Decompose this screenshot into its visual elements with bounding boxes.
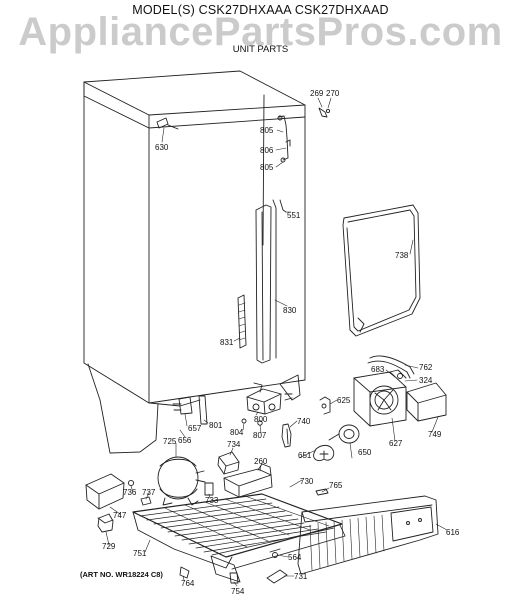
callout-269: 269 xyxy=(310,89,324,98)
callout-731: 731 xyxy=(294,572,308,581)
callout-564: 564 xyxy=(288,553,302,562)
callout-754: 754 xyxy=(231,587,245,596)
callout-324: 324 xyxy=(419,376,433,385)
section-title: UNIT PARTS xyxy=(232,44,289,55)
site-watermark: AppliancePartsPros.com xyxy=(18,10,503,54)
callout-807: 807 xyxy=(253,431,267,440)
condenser-coil-751 xyxy=(132,493,346,570)
heater-loop-738 xyxy=(342,204,421,337)
callout-805-lower: 805 xyxy=(260,163,274,172)
callout-725: 725 xyxy=(163,437,177,446)
clip-269-270 xyxy=(318,107,331,118)
wire-625 xyxy=(319,396,331,415)
callout-801: 801 xyxy=(209,421,223,430)
callout-736: 736 xyxy=(123,488,137,497)
harness-740 xyxy=(281,423,292,448)
callout-764: 764 xyxy=(181,579,195,588)
parts-800-group xyxy=(172,382,293,426)
callout-270: 270 xyxy=(326,89,340,98)
callout-738: 738 xyxy=(395,251,409,260)
base-plate-754 xyxy=(179,548,288,584)
callout-831: 831 xyxy=(220,338,234,347)
fan-motor-650 xyxy=(313,424,360,462)
clip-765 xyxy=(315,488,329,496)
callout-656: 656 xyxy=(178,436,192,445)
callout-751: 751 xyxy=(133,549,147,558)
callout-734: 734 xyxy=(227,440,241,449)
refrigerator-cabinet xyxy=(83,70,306,454)
callout-625: 625 xyxy=(337,396,351,405)
tube-762 xyxy=(367,355,415,379)
callout-749: 749 xyxy=(428,430,442,439)
callout-730: 730 xyxy=(300,477,314,486)
callout-804: 804 xyxy=(230,428,244,437)
callout-651: 651 xyxy=(298,451,312,460)
callout-740: 740 xyxy=(297,417,311,426)
callout-683: 683 xyxy=(371,365,385,374)
callout-800: 800 xyxy=(254,415,268,424)
callout-747: 747 xyxy=(113,511,127,520)
model-title: MODEL(S) CSK27DHXAAA CSK27DHXAAD xyxy=(132,3,389,17)
callout-765: 765 xyxy=(329,481,343,490)
module-749 xyxy=(406,382,447,422)
callout-650: 650 xyxy=(358,448,372,457)
callout-657: 657 xyxy=(188,424,202,433)
mount-260 xyxy=(223,463,273,498)
callout-762: 762 xyxy=(419,363,433,372)
callout-551: 551 xyxy=(287,211,301,220)
callout-630: 630 xyxy=(155,143,169,152)
leader-lines xyxy=(105,97,448,587)
callout-737: 737 xyxy=(142,488,156,497)
art-number: (ART NO. WR18224 C8) xyxy=(80,570,163,579)
bracket-747 xyxy=(85,473,152,533)
callout-830: 830 xyxy=(283,306,297,315)
callout-806: 806 xyxy=(260,146,274,155)
compressor-725 xyxy=(157,456,206,506)
callout-627: 627 xyxy=(389,439,403,448)
fan-assembly-627 xyxy=(353,369,407,427)
relay-734 xyxy=(204,451,240,496)
callout-729: 729 xyxy=(102,542,116,551)
callout-733: 733 xyxy=(205,496,219,505)
callout-805-upper: 805 xyxy=(260,126,274,135)
grille-616 xyxy=(297,495,439,575)
callout-616: 616 xyxy=(446,528,460,537)
callout-numbers: 269 270 805 806 805 630 551 738 830 831 … xyxy=(102,89,460,596)
callout-260: 260 xyxy=(254,457,268,466)
